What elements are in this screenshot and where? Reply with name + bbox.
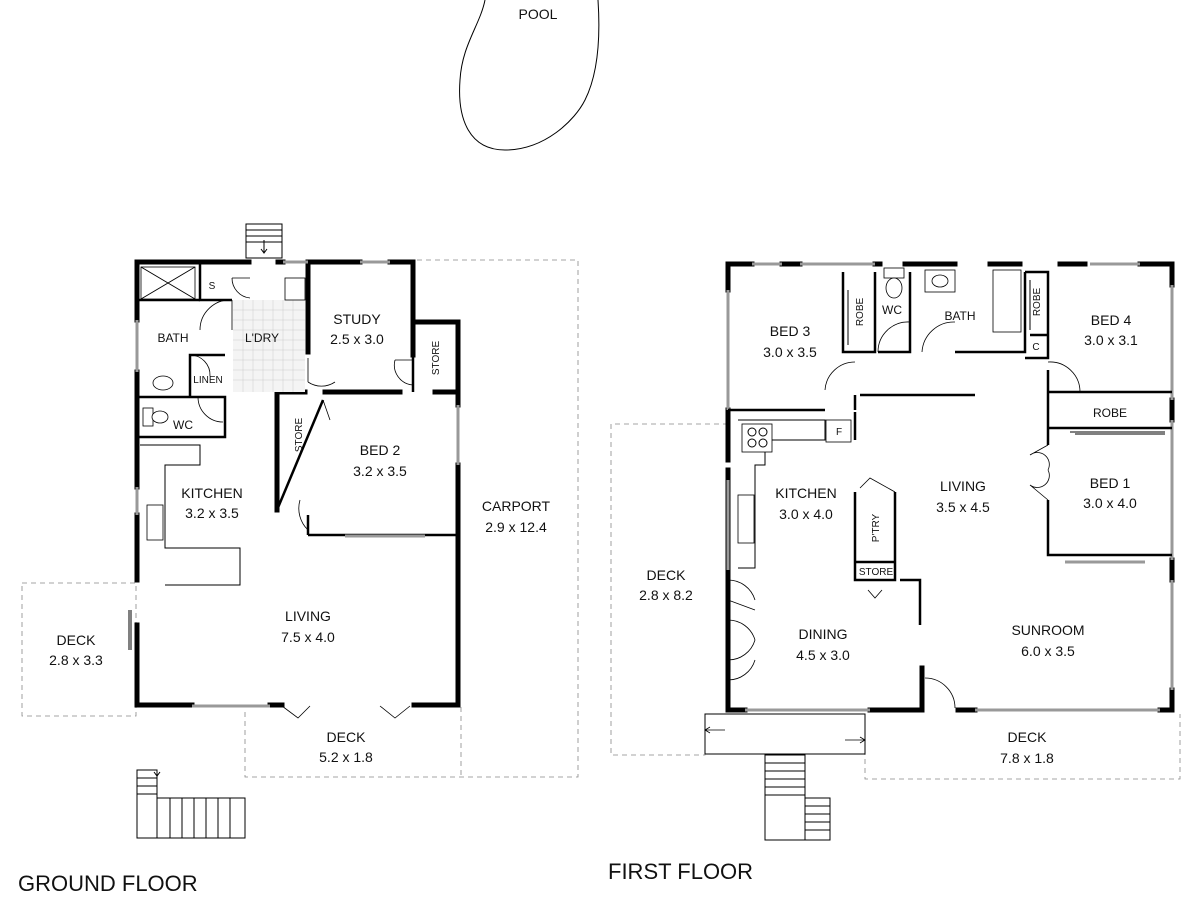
gf-laundry-tub: [284, 277, 306, 301]
ff-deck-front-label: DECK: [1008, 729, 1048, 745]
ff-deck-front-outline: [864, 714, 1181, 780]
ff-store-label: STORE: [859, 567, 894, 578]
ff-dining-size: 4.5 x 3.0: [796, 647, 850, 663]
ff-deck-front-size: 7.8 x 1.8: [1000, 750, 1054, 766]
gf-study-label: STUDY: [333, 311, 381, 327]
gf-linen-label: LINEN: [193, 375, 222, 386]
ff-deck-side-label: DECK: [647, 567, 687, 583]
gf-bed2-label: BED 2: [360, 442, 401, 458]
gf-kitchen-sink: [146, 504, 164, 541]
gf-shower: [140, 266, 196, 300]
ff-kitchen-size: 3.0 x 4.0: [779, 506, 833, 522]
gf-bath-label: BATH: [157, 331, 188, 345]
gf-store-bed-label: STORE: [294, 418, 305, 453]
ff-robe4-label: ROBE: [1032, 288, 1043, 317]
ff-bed4-size: 3.0 x 3.1: [1084, 332, 1138, 348]
gf-store-study-label: STORE: [431, 341, 442, 376]
ff-toilet: [885, 277, 903, 299]
ff-wc-label: WC: [882, 303, 902, 317]
ff-bed4-label: BED 4: [1091, 312, 1132, 328]
pool: POOL: [459, 0, 600, 151]
ff-f-label: F: [836, 427, 842, 438]
gf-toilet: [151, 410, 169, 424]
ff-deck-side-size: 2.8 x 8.2: [639, 587, 693, 603]
ground-floor: BATH S L'DRY LINEN WC STUDY 2.5 x 3.0 ST…: [18, 223, 579, 896]
gf-deck-front-label: DECK: [327, 729, 367, 745]
gf-living-label: LIVING: [285, 608, 331, 624]
gf-carport-size: 2.9 x 12.4: [485, 519, 547, 535]
gf-deck-side-size: 2.8 x 3.3: [49, 652, 103, 668]
first-floor: BED 3 3.0 x 3.5 ROBE WC BATH ROBE C BED …: [608, 261, 1181, 884]
ff-c-label: C: [1032, 342, 1039, 353]
ff-bed1-size: 3.0 x 4.0: [1083, 495, 1137, 511]
gf-kitchen-size: 3.2 x 3.5: [185, 505, 239, 521]
ff-bed3-label: BED 3: [770, 323, 811, 339]
ff-pantry-label: P'TRY: [871, 513, 882, 542]
ff-bathtub: [992, 269, 1022, 333]
gf-bath-basin: [152, 375, 174, 391]
gf-deck-side-label: DECK: [57, 632, 97, 648]
ff-wc-cistern: [883, 267, 905, 279]
gf-front-stairs: [136, 769, 246, 839]
ff-dining-label: DINING: [799, 626, 848, 642]
ff-living-size: 3.5 x 4.5: [936, 499, 990, 515]
gf-bed2-size: 3.2 x 3.5: [353, 463, 407, 479]
ff-sunroom-size: 6.0 x 3.5: [1021, 643, 1075, 659]
gf-laundry-label: L'DRY: [245, 331, 279, 345]
gf-living-size: 7.5 x 4.0: [281, 629, 335, 645]
ff-walls-outer: [725, 261, 1175, 713]
gf-study-size: 2.5 x 3.0: [330, 331, 384, 347]
gf-wc-label: WC: [173, 418, 193, 432]
ff-robe1-label: ROBE: [1093, 406, 1127, 420]
gf-deck-side-outline: [21, 582, 137, 717]
first-floor-title: FIRST FLOOR: [608, 859, 753, 884]
ff-cooktop: [741, 423, 773, 453]
gf-deck-front-size: 5.2 x 1.8: [319, 749, 373, 765]
ff-front-stairs: [704, 713, 866, 841]
ff-robe3-label: ROBE: [855, 298, 866, 327]
ff-bed1-label: BED 1: [1090, 475, 1131, 491]
gf-kitchen-bench: [140, 444, 241, 586]
ff-doors: [704, 321, 1081, 744]
ff-kitchen-label: KITCHEN: [775, 485, 836, 501]
gf-carport-label: CARPORT: [482, 498, 551, 514]
ff-fridge: [825, 419, 852, 443]
ff-living-label: LIVING: [940, 478, 986, 494]
ff-sunroom-label: SUNROOM: [1011, 622, 1084, 638]
pool-label: POOL: [519, 6, 558, 22]
gf-carport-outline: [244, 259, 579, 778]
gf-kitchen-label: KITCHEN: [181, 485, 242, 501]
gf-doors: [189, 277, 414, 719]
gf-wc-cistern: [142, 407, 154, 427]
ff-bed3-size: 3.0 x 3.5: [763, 344, 817, 360]
ground-floor-title: GROUND FLOOR: [18, 871, 198, 896]
ff-bath-label: BATH: [944, 309, 975, 323]
gf-s-label: S: [209, 281, 216, 292]
ff-kitchen-sink: [737, 494, 755, 544]
gf-rear-stairs: [245, 223, 283, 259]
ff-kitchen-bench: [738, 419, 826, 569]
